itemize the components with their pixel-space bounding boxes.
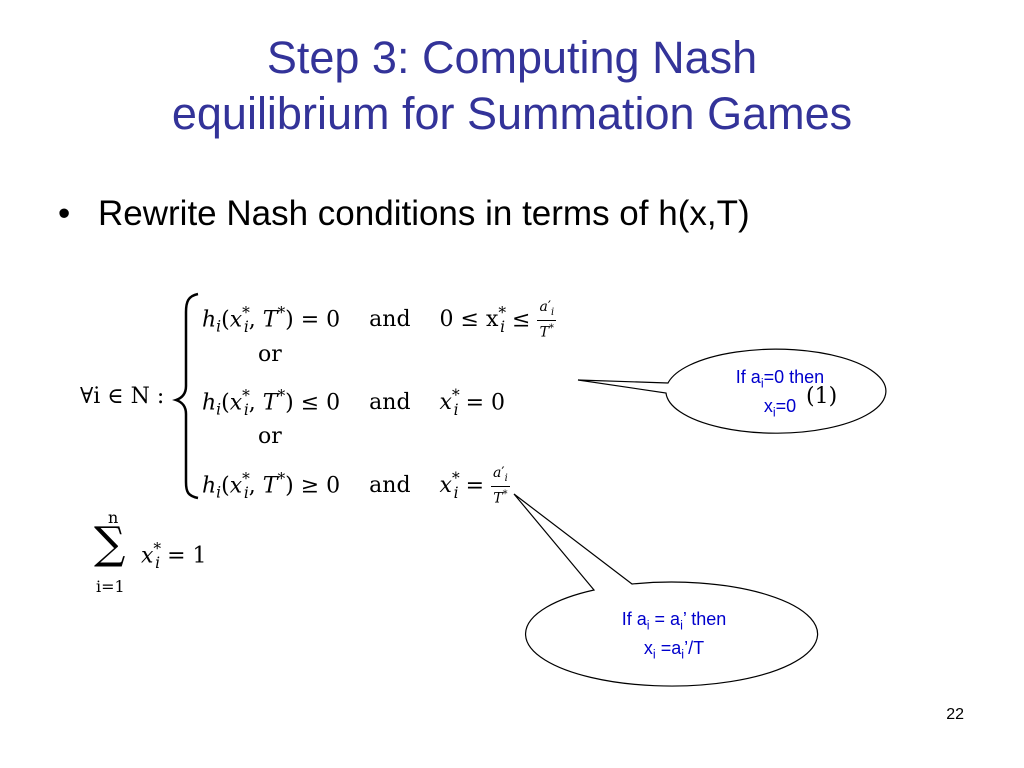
case-2: hi(x*i, T*) ≤ 0 and x*i = 0 bbox=[202, 387, 506, 419]
title-line-1: Step 3: Computing Nash bbox=[266, 32, 758, 83]
sum-rhs: = 1 bbox=[167, 543, 207, 569]
title-line-2: equilibrium for Summation Games bbox=[171, 88, 853, 139]
bottom-callout-bubble bbox=[513, 493, 819, 687]
cases-brace bbox=[172, 292, 199, 500]
case-2-cond-rhs: = 0 bbox=[465, 390, 506, 416]
or-1: or bbox=[258, 342, 282, 367]
bullet-marker: • bbox=[58, 194, 71, 233]
top-callout-bubble bbox=[577, 348, 887, 434]
case-3-rel: ≥ 0 bbox=[300, 473, 341, 499]
case-1-cond2: ≤ bbox=[512, 307, 531, 333]
sum-term: x*i = 1 bbox=[141, 540, 207, 572]
quantifier: ∀i ∈ N : bbox=[80, 384, 165, 409]
case-1-and: and bbox=[369, 307, 411, 333]
page-number: 22 bbox=[946, 706, 964, 723]
case-3-and: and bbox=[369, 473, 411, 499]
sum-symbol: ∑ bbox=[94, 518, 126, 569]
case-1-h: h bbox=[202, 307, 217, 333]
equation-number: (1) bbox=[806, 384, 838, 409]
bullet-text: Rewrite Nash conditions in terms of h(x,… bbox=[98, 194, 750, 233]
sum-lower: i=1 bbox=[96, 577, 125, 596]
case-3-cond-rhs: = bbox=[465, 473, 485, 499]
case-2-rel: ≤ 0 bbox=[300, 390, 341, 416]
sum-upper: n bbox=[108, 508, 119, 527]
case-2-and: and bbox=[369, 390, 411, 416]
or-2: or bbox=[258, 424, 282, 449]
slide-title: Step 3: Computing Nash equilibrium for S… bbox=[0, 30, 1024, 142]
case-1-rel: = 0 bbox=[300, 307, 341, 333]
bullet-item: • Rewrite Nash conditions in terms of h(x… bbox=[58, 192, 750, 236]
top-callout-text: If ai=0 then xi=0 bbox=[735, 367, 825, 420]
bottom-callout-text: If ai = ai’ then xi =ai’/T bbox=[621, 609, 727, 662]
case-1-cond: 0 ≤ x bbox=[439, 307, 499, 333]
